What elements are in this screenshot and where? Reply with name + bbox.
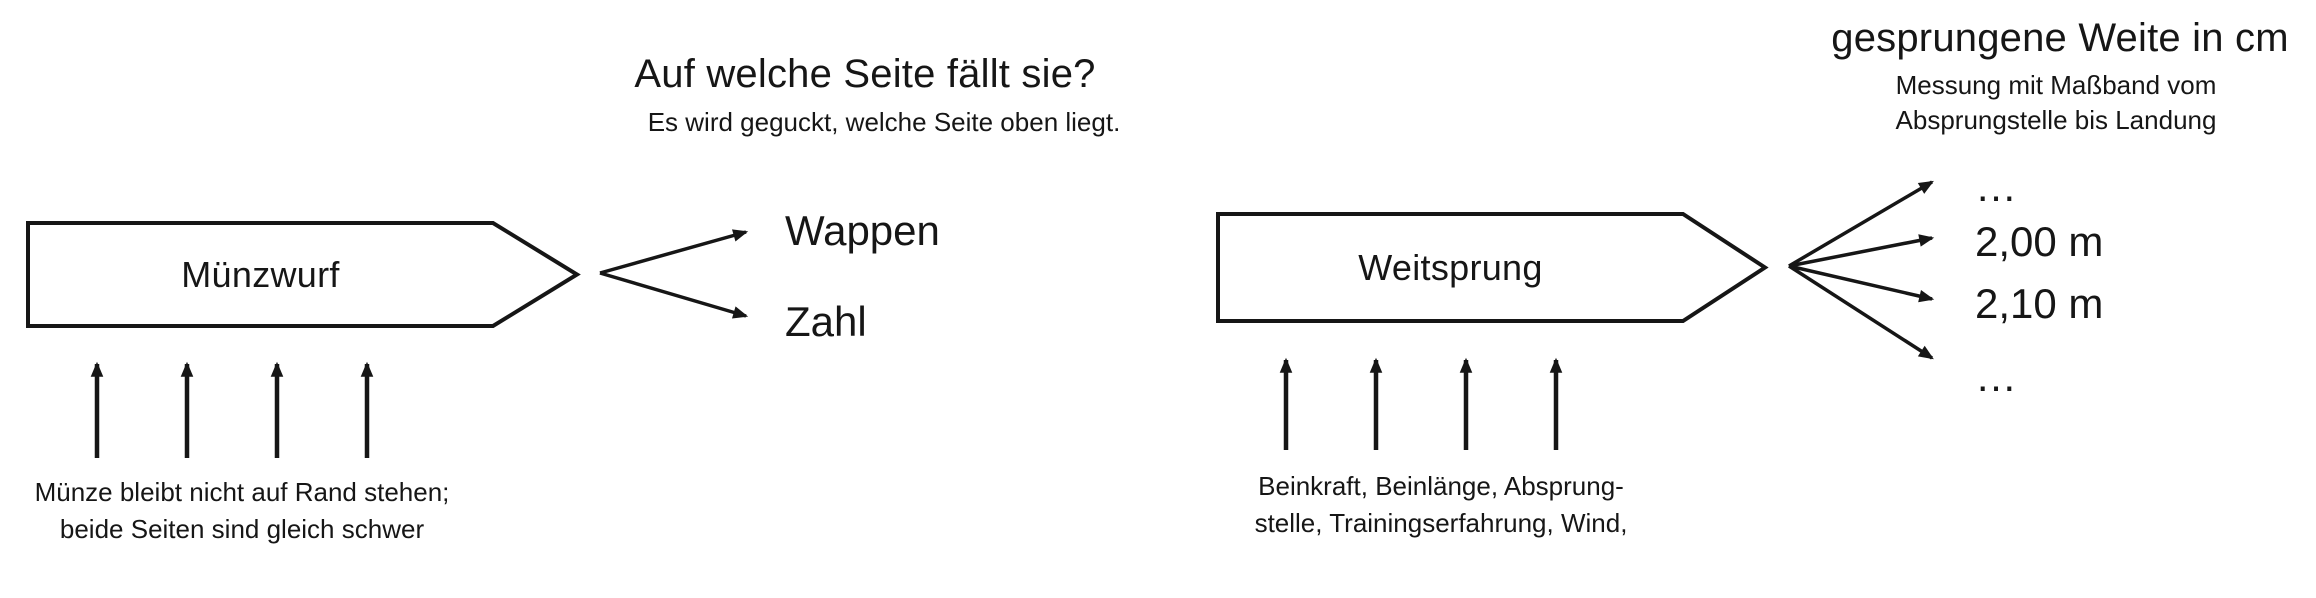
coin-toss-influence-arrows bbox=[90, 361, 374, 458]
coin-toss-outcome-tails: Zahl bbox=[785, 298, 867, 345]
long-jump-process-shape bbox=[1216, 212, 1769, 323]
coin-toss-process-shape bbox=[26, 221, 581, 328]
coin-toss-process-label: Münzwurf bbox=[181, 253, 340, 295]
coin-toss-influences-note-line2: beide Seiten sind gleich schwer bbox=[59, 514, 425, 544]
coin-toss-outcome-heads: Wappen bbox=[785, 207, 940, 254]
long-jump-question-subtitle-line1: Messung mit Maßband vom bbox=[1895, 70, 2217, 100]
long-jump-outcome-200: 2,00 m bbox=[1975, 218, 2104, 265]
long-jump-influences-note: Beinkraft, Beinlänge, Absprung- stelle, … bbox=[1255, 468, 1628, 542]
long-jump-process-label: Weitsprung bbox=[1358, 246, 1543, 288]
long-jump-outcome-ellipsis-top: … bbox=[1975, 163, 2022, 210]
long-jump-influence-arrows bbox=[1279, 357, 1563, 450]
long-jump-influences-note-line2: stelle, Trainingserfahrung, Wind, bbox=[1254, 508, 1628, 538]
long-jump-question-subtitle: Messung mit Maßband vom Absprungstelle b… bbox=[1896, 68, 2217, 138]
long-jump-outcome-arrows bbox=[1788, 180, 1935, 360]
coin-toss-question-title: Auf welche Seite fällt sie? bbox=[634, 52, 1096, 96]
long-jump-question-subtitle-line2: Absprungstelle bis Landung bbox=[1895, 105, 2217, 135]
long-jump-outcome-ellipsis-bottom: … bbox=[1975, 353, 2022, 400]
coin-toss-question-subtitle: Es wird geguckt, welche Seite oben liegt… bbox=[647, 107, 1121, 137]
coin-toss-influences-note: Münze bleibt nicht auf Rand stehen; beid… bbox=[35, 474, 450, 548]
long-jump-question-title: gesprungene Weite in cm bbox=[1831, 16, 2289, 60]
coin-toss-influences-note-line1: Münze bleibt nicht auf Rand stehen; bbox=[34, 477, 450, 507]
long-jump-outcome-210: 2,10 m bbox=[1975, 280, 2104, 327]
coin-toss-outcome-arrows bbox=[599, 229, 749, 319]
long-jump-influences-note-line1: Beinkraft, Beinlänge, Absprung- bbox=[1258, 471, 1624, 501]
